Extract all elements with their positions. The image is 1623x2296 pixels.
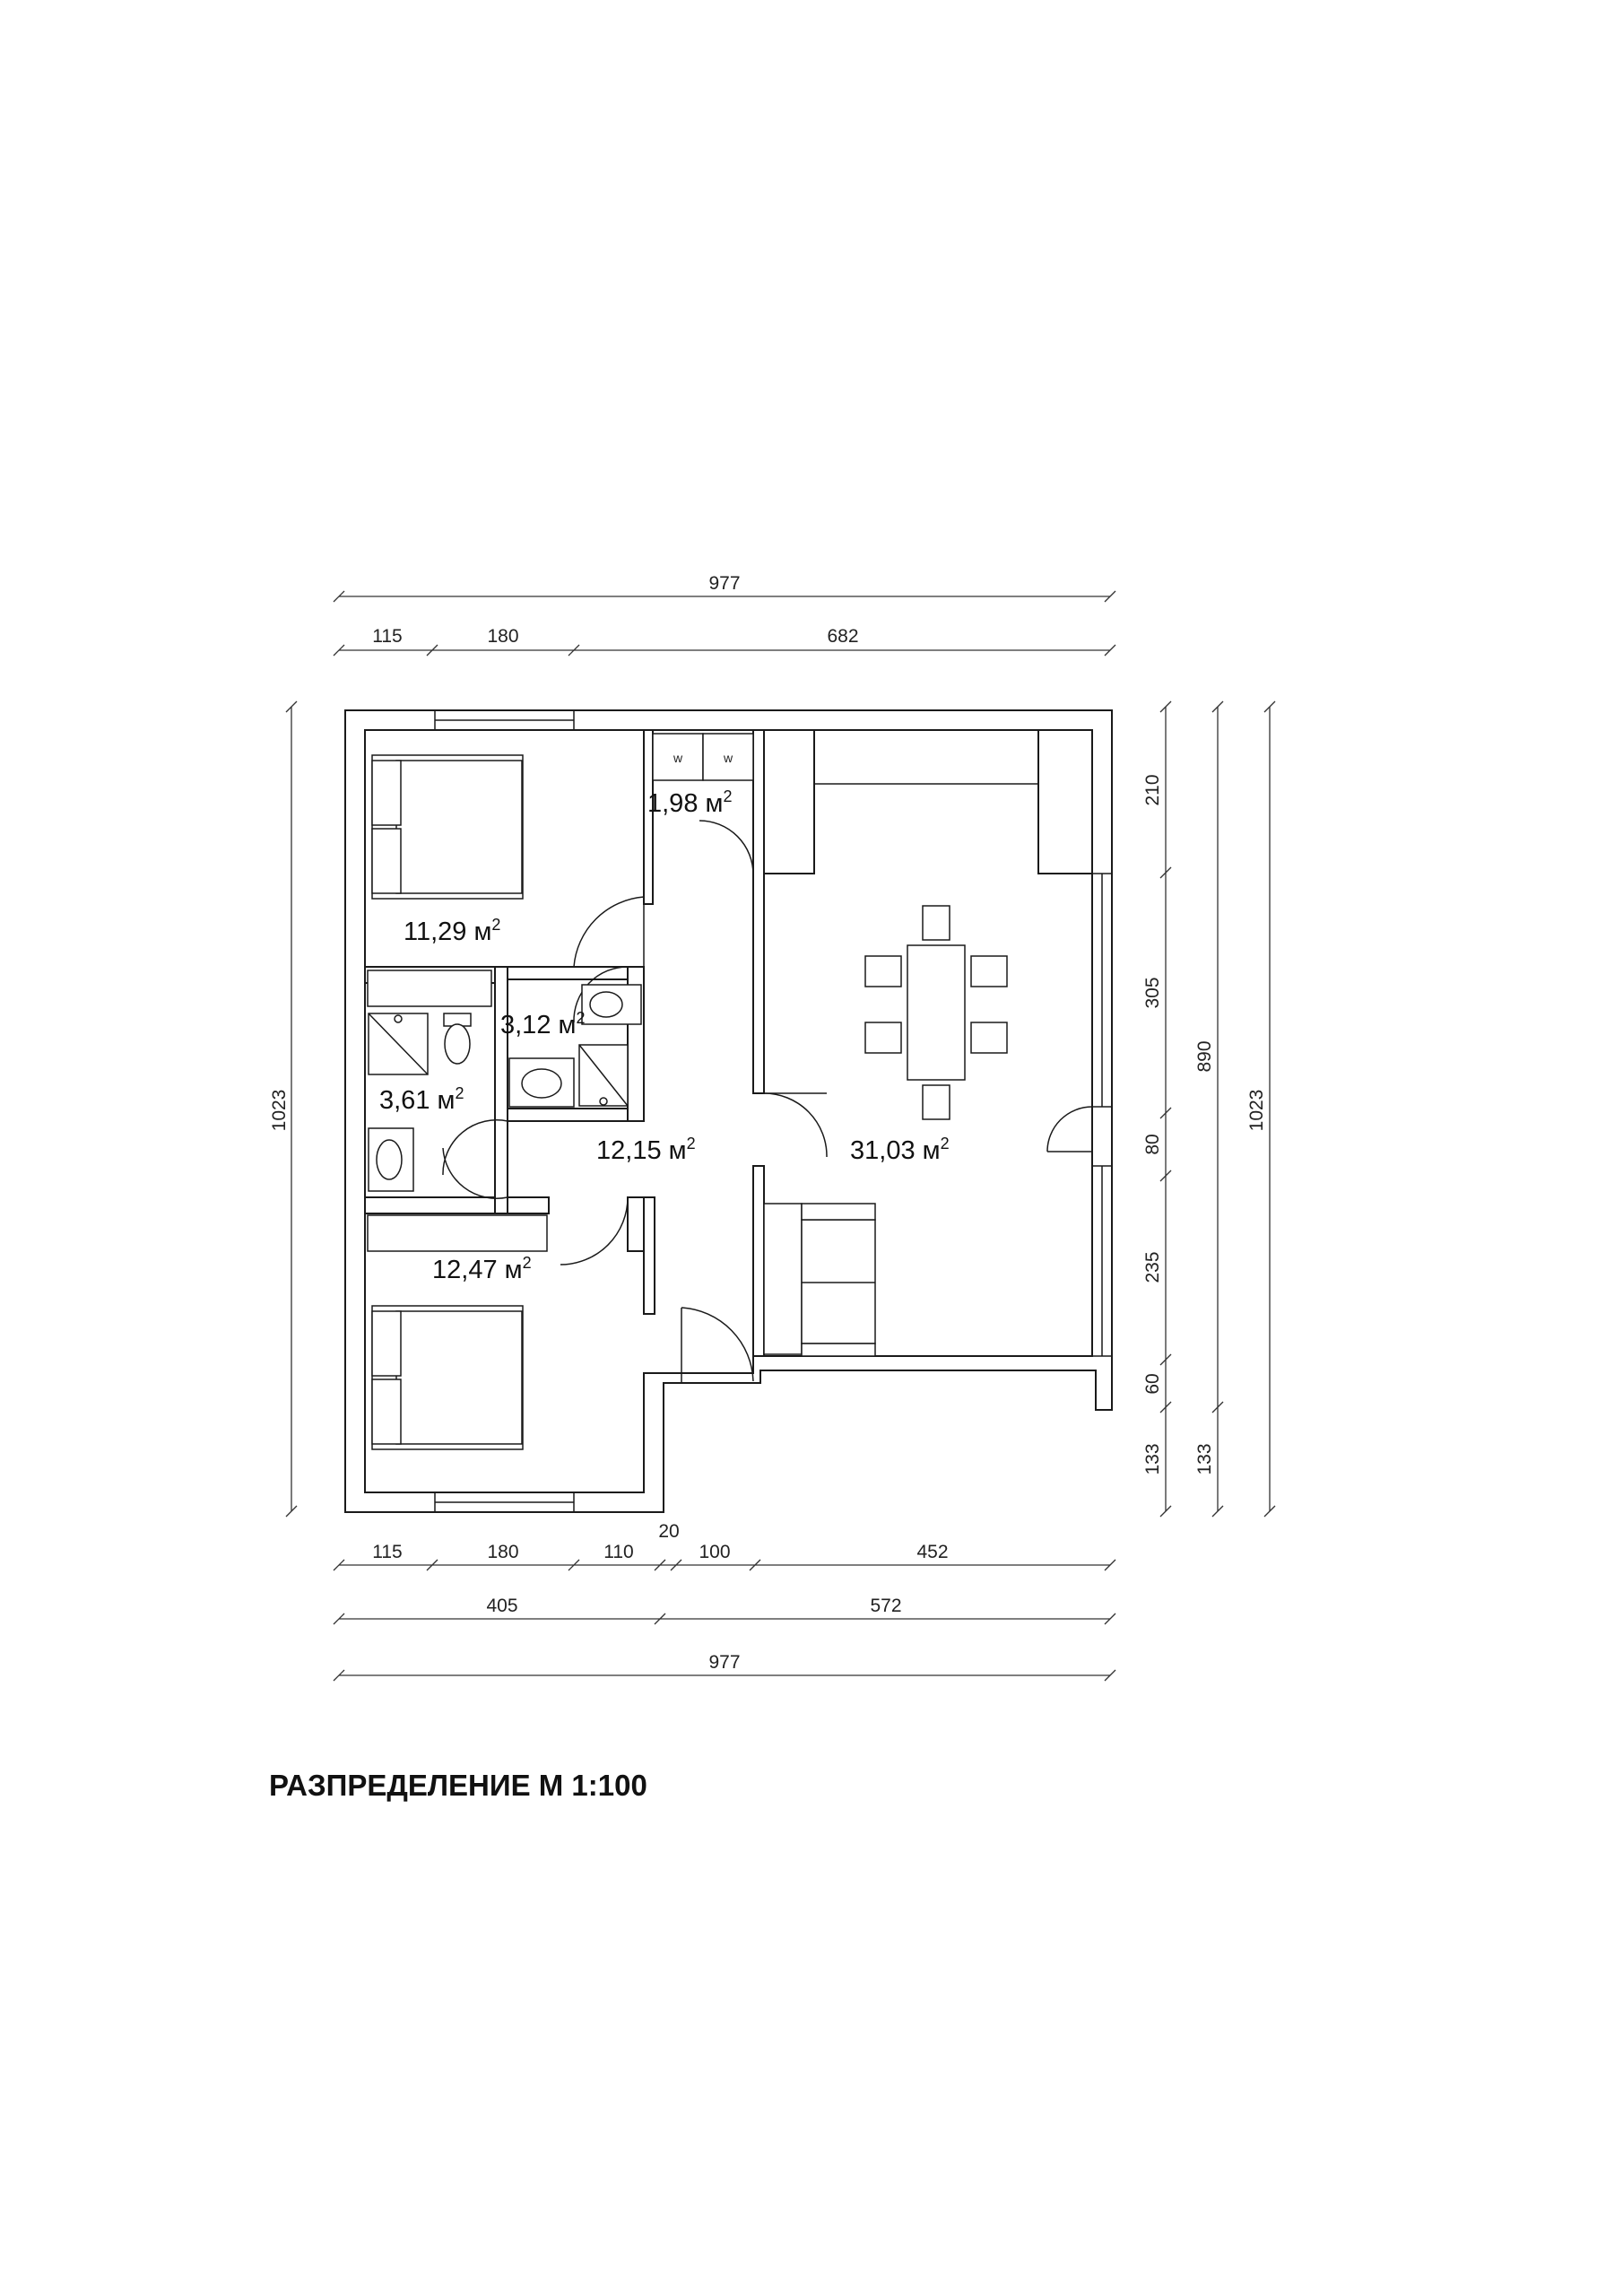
- dim-right-mid-1: 890: [1194, 1040, 1215, 1072]
- room-area-wardrobe: 1,98 м2: [647, 787, 732, 818]
- room-area-bedroom-1: 11,29 м2: [404, 916, 500, 946]
- room-labels: 11,29 м2 1,98 м2 3,12 м2 3,61 м2 12,15 м…: [379, 787, 950, 1284]
- room-area-living-room: 31,03 м2: [850, 1135, 950, 1165]
- bed-1: [371, 754, 524, 900]
- wardrobe-mark-2: w: [723, 751, 733, 765]
- dim-bottom-mid-2: 572: [870, 1596, 901, 1616]
- wardrobe-bedroom-2: [367, 1214, 548, 1252]
- dim-right-seg-4: 235: [1142, 1251, 1163, 1283]
- wardrobe-units: w w: [652, 733, 754, 781]
- sofa: [763, 1203, 876, 1357]
- room-area-bedroom-2: 12,47 м2: [432, 1254, 532, 1284]
- room-area-hallway: 12,15 м2: [596, 1135, 696, 1165]
- bed-2: [371, 1305, 524, 1450]
- bathroom-2-fixtures: [368, 1013, 472, 1192]
- dim-right-seg-1: 210: [1142, 774, 1163, 805]
- wardrobe-bedroom-1: [367, 970, 492, 1007]
- dim-right-mid-2: 133: [1194, 1443, 1215, 1474]
- dim-right-total: 1023: [1246, 1090, 1267, 1132]
- dim-top-seg-1: 115: [372, 626, 402, 647]
- room-area-bathroom-2: 3,61 м2: [379, 1084, 464, 1115]
- dim-bottom-mid-1: 405: [486, 1596, 517, 1616]
- dim-top-seg-3: 682: [827, 626, 858, 647]
- walls: [344, 709, 1113, 1513]
- dim-bottom-total: 977: [708, 1652, 740, 1673]
- dim-bottom-seg-2: 180: [487, 1542, 518, 1562]
- room-area-bathroom-1: 3,12 м2: [500, 1009, 585, 1039]
- dim-left-total: 1023: [269, 1090, 290, 1132]
- dim-bottom-seg-1: 115: [372, 1542, 402, 1562]
- dim-bottom-seg-4: 100: [699, 1542, 730, 1562]
- dim-right-seg-3: 80: [1142, 1134, 1163, 1154]
- dim-right-seg-6: 133: [1142, 1443, 1163, 1474]
- dim-right-seg-5: 60: [1142, 1373, 1163, 1394]
- dim-bottom-seg-5: 452: [916, 1542, 948, 1562]
- dim-top-total: 977: [708, 573, 740, 594]
- dim-top-seg-2: 180: [487, 626, 518, 647]
- dim-bottom-gap: 20: [658, 1521, 679, 1542]
- dimension-lines: 977 115 180 682 115 180 110 100 452 20 4…: [269, 573, 1276, 1682]
- dim-right-seg-2: 305: [1142, 977, 1163, 1008]
- furniture: w w: [367, 733, 1008, 1450]
- dim-bottom-seg-3: 110: [603, 1542, 633, 1562]
- wardrobe-mark-1: w: [673, 751, 683, 765]
- dining-set: [864, 905, 1008, 1120]
- drawing-title: РАЗПРЕДЕЛЕНИЕ М 1:100: [269, 1769, 647, 1802]
- bathroom-1-fixtures: [508, 984, 642, 1108]
- doors: [442, 820, 1093, 1383]
